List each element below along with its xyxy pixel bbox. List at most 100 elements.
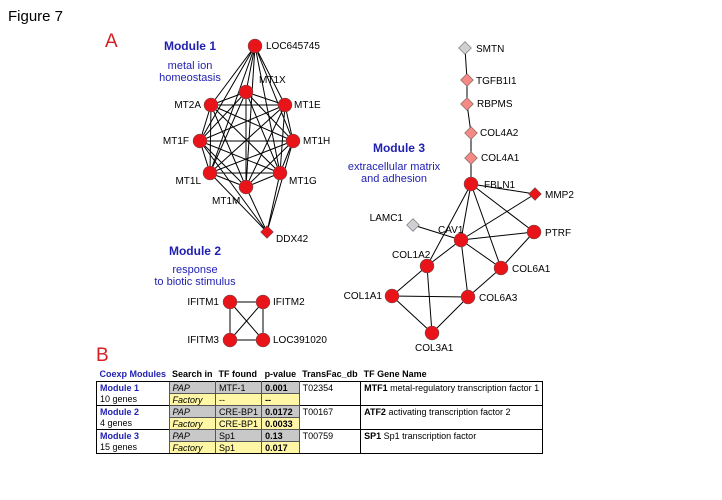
- nodes-layer: [192, 38, 542, 348]
- edge-ifitm2-ifitm3: [229, 301, 264, 341]
- edge-ddx42-mt1m: [245, 186, 268, 233]
- node-tgfb1i1: [460, 73, 474, 87]
- edge-cav1-ptrf: [460, 231, 535, 241]
- node-col4a1: [464, 151, 478, 165]
- node-label-smtn: SMTN: [476, 44, 504, 55]
- module-1-subtitle-line2: homeostasis: [159, 72, 221, 84]
- node-ifitm2: [255, 294, 271, 310]
- node-mmp2: [528, 187, 542, 201]
- module-name: Module 3: [96, 429, 170, 442]
- p-value-cell: --: [261, 393, 300, 406]
- node-label-cav1: CAV1: [438, 225, 464, 236]
- tf-found-cell: CRE-BP1: [215, 417, 263, 430]
- module-3-title: Module 3: [373, 141, 425, 155]
- tf-gene-name-cell: MTF1 metal-regulatory transcription fact…: [360, 381, 544, 394]
- edge-loc645745-mt1h: [254, 45, 294, 142]
- edge-loc645745-mt2a: [210, 45, 256, 106]
- node-label-ifitm1: IFITM1: [187, 297, 219, 308]
- edge-ddx42-mt1l: [209, 172, 268, 233]
- edge-mt1f-mt1m: [199, 140, 247, 188]
- edge-fbln1-col1a2: [426, 183, 472, 267]
- node-mt1m: [238, 179, 254, 195]
- tf-gene-symbol: ATF2: [364, 406, 386, 417]
- node-label-mmp2: MMP2: [545, 190, 574, 201]
- edge-loc645745-mt1l: [209, 45, 256, 174]
- tf-gene-description: activating transcription factor 2: [388, 406, 511, 417]
- header-transfac-db: TransFac_db: [302, 369, 358, 379]
- edge-loc645745-mt1e: [254, 45, 286, 106]
- p-value-cell: 0.017: [261, 441, 300, 454]
- empty-cell: [360, 441, 544, 454]
- edge-loc645745-mt1m: [245, 45, 256, 188]
- search-in-cell: PAP: [168, 381, 217, 394]
- edge-mt1x-mt1h: [245, 91, 294, 142]
- node-label-col3a1: COL3A1: [415, 343, 454, 354]
- node-mt1l: [202, 165, 218, 181]
- node-smtn: [458, 41, 472, 55]
- module-name: Module 1: [96, 381, 170, 394]
- node-label-loc391020: LOC391020: [273, 335, 327, 346]
- edge-ddx42-mt1g: [266, 172, 281, 233]
- node-label-mt1h: MT1H: [303, 136, 330, 147]
- node-label-ifitm2: IFITM2: [273, 297, 305, 308]
- node-label-mt1m: MT1M: [212, 196, 240, 207]
- edge-mt2a-mt1l: [209, 104, 212, 174]
- node-label-tgfb1i1: TGFB1I1: [476, 76, 517, 87]
- edge-ddx42-mt1h: [266, 140, 294, 233]
- node-rbpms: [460, 97, 474, 111]
- module-gene-count: 15 genes: [96, 441, 170, 454]
- tf-gene-symbol: MTF1: [364, 382, 388, 393]
- node-col6a3: [460, 289, 476, 305]
- tf-found-cell: Sp1: [215, 429, 263, 442]
- node-col4a2: [464, 126, 478, 140]
- node-mt1e: [277, 97, 293, 113]
- node-label-mt1e: MT1E: [294, 100, 321, 111]
- search-in-cell: Factory: [168, 393, 217, 406]
- node-mt2a: [203, 97, 219, 113]
- edge-fbln1-col6a1: [470, 183, 502, 269]
- edge-mt1e-mt1l: [209, 104, 286, 174]
- edge-mt1h-mt1l: [209, 140, 294, 174]
- edge-lamc1-cav1: [412, 224, 462, 241]
- node-label-ptrf: PTRF: [545, 228, 571, 239]
- module-3-subtitle-line1: extracellular matrix: [348, 161, 441, 173]
- node-label-col1a2: COL1A2: [392, 250, 431, 261]
- search-in-cell: PAP: [168, 429, 217, 442]
- node-lamc1: [406, 218, 420, 232]
- figure-title: Figure 7: [8, 8, 64, 25]
- edge-mt2a-mt1h: [210, 104, 294, 142]
- module-1-subtitle-line1: metal ion: [168, 60, 213, 72]
- edge-cav1-col6a3: [460, 239, 469, 298]
- node-label-mt2a: MT2A: [174, 100, 201, 111]
- header-coexp-modules: Coexp Modules: [99, 369, 167, 379]
- edge-mt1e-mt1f: [199, 104, 286, 142]
- node-mt1x: [238, 84, 254, 100]
- empty-cell: [298, 441, 361, 454]
- search-in-cell: Factory: [168, 417, 217, 430]
- node-label-loc645745: LOC645745: [266, 41, 320, 52]
- module-1-caption: Module 1 metal ion homeostasis: [159, 39, 221, 84]
- tf-found-cell: MTF-1: [215, 381, 263, 394]
- empty-cell: [298, 417, 361, 430]
- edge-col1a2-col3a1: [426, 265, 433, 334]
- edge-fbln1-ptrf: [470, 183, 535, 233]
- edge-loc645745-mt1x: [245, 45, 256, 93]
- node-label-col4a2: COL4A2: [480, 128, 519, 139]
- tf-table: Coexp Modules Search in TF found p-value…: [96, 367, 544, 454]
- module-gene-count: 10 genes: [96, 393, 170, 406]
- node-col1a1: [384, 288, 400, 304]
- node-label-rbpms: RBPMS: [477, 99, 513, 110]
- search-in-cell: PAP: [168, 405, 217, 418]
- edge-loc645745-mt1g: [254, 45, 281, 174]
- node-ptrf: [526, 224, 542, 240]
- module-3-subtitle-line2: and adhesion: [361, 173, 427, 185]
- edge-ddx42-mt1f: [199, 140, 268, 233]
- edge-col6a1-col6a3: [467, 267, 502, 298]
- tf-found-cell: Sp1: [215, 441, 263, 454]
